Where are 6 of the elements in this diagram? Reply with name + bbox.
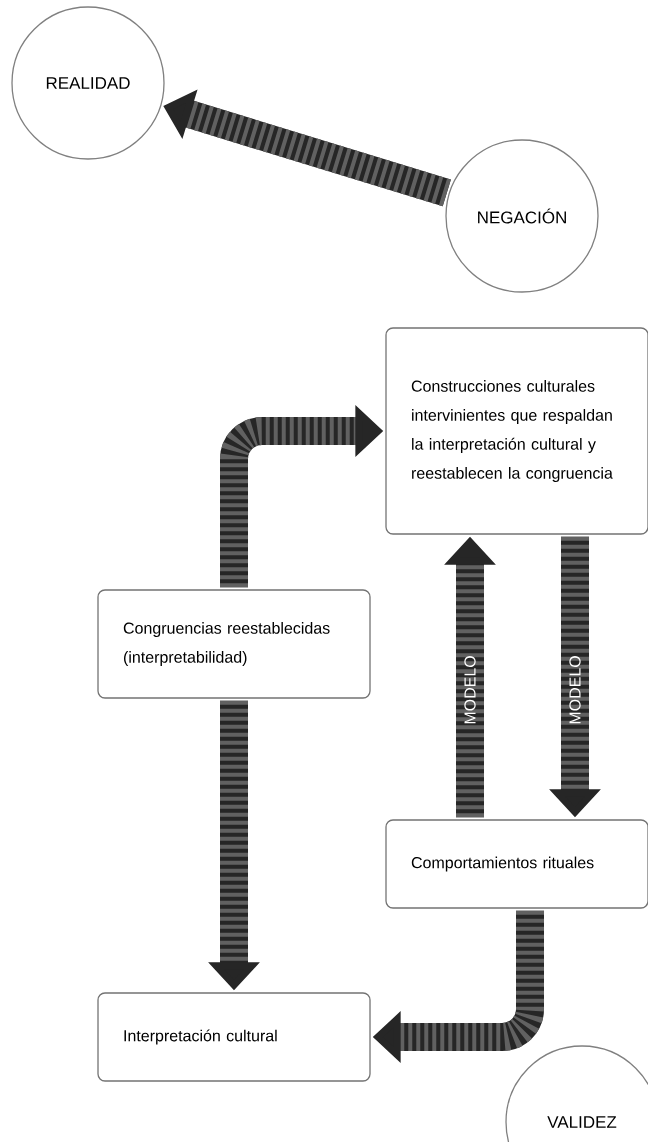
text-box: Comportamientos rituales bbox=[385, 819, 648, 909]
text-box: Interpretación cultural bbox=[97, 992, 371, 1082]
edge-label: MODELO bbox=[569, 656, 581, 724]
text-box: Construcciones culturales intervinientes que respaldan la interpretación cultural y reestablecen la congruencia bbox=[385, 327, 648, 535]
edge-label: MODELO bbox=[464, 656, 476, 724]
text-box: Congruencias reestablecidas (interpretabilidad) bbox=[97, 589, 371, 699]
